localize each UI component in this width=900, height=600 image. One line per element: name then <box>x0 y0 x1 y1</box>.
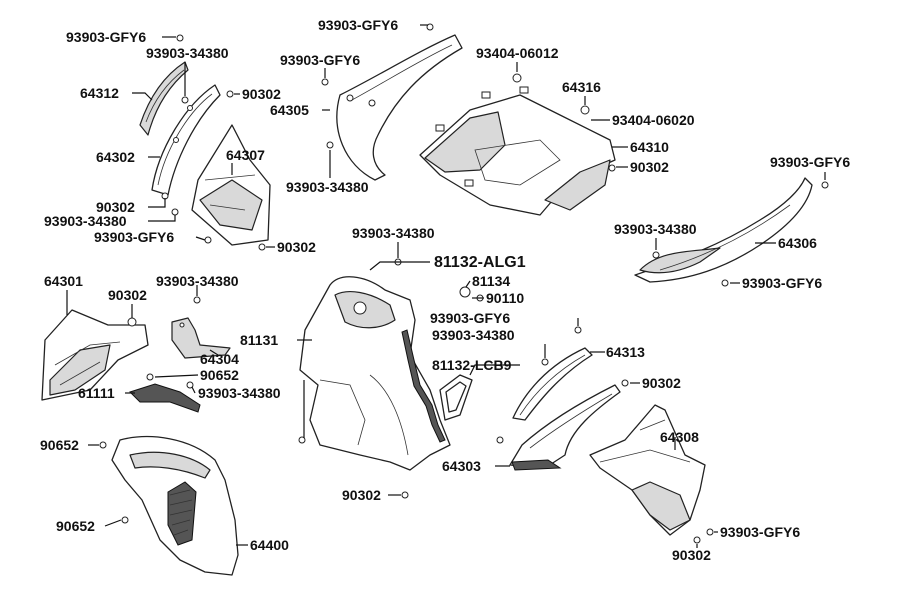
label-90302: 90302 <box>96 199 135 215</box>
label-93903-GFY6: 93903-GFY6 <box>280 52 360 68</box>
label-90652: 90652 <box>200 367 239 383</box>
label-93903-34380: 93903-34380 <box>432 327 515 343</box>
label-64301: 64301 <box>44 273 83 289</box>
label-93903-34380: 93903-34380 <box>146 45 229 61</box>
label-93903-34380: 93903-34380 <box>614 221 697 237</box>
label-90302: 90302 <box>642 375 681 391</box>
label-93903-34380: 93903-34380 <box>352 225 435 241</box>
part-labels: 93903-GFY6 93903-34380 64312 90302 64302… <box>40 17 850 563</box>
label-90302: 90302 <box>108 287 147 303</box>
label-64306: 64306 <box>778 235 817 251</box>
label-81131: 81131 <box>240 332 278 348</box>
label-64308: 64308 <box>660 429 699 445</box>
label-93903-GFY6: 93903-GFY6 <box>770 154 850 170</box>
part-81131 <box>299 276 451 471</box>
part-64305 <box>336 34 463 181</box>
label-64316: 64316 <box>562 79 601 95</box>
label-93903-GFY6: 93903-GFY6 <box>720 524 800 540</box>
label-93404-06020: 93404-06020 <box>612 112 695 128</box>
label-90302: 90302 <box>672 547 711 563</box>
label-90302: 90302 <box>277 239 316 255</box>
label-64400: 64400 <box>250 537 289 553</box>
label-90652: 90652 <box>40 437 79 453</box>
label-93903-GFY6: 93903-GFY6 <box>94 229 174 245</box>
part-64306 <box>634 177 813 283</box>
part-64304 <box>171 317 231 359</box>
label-93903-34380: 93903-34380 <box>156 273 239 289</box>
label-64312: 64312 <box>80 85 119 101</box>
label-93903-GFY6: 93903-GFY6 <box>318 17 398 33</box>
label-93404-06012: 93404-06012 <box>476 45 559 61</box>
label-64305: 64305 <box>270 102 309 118</box>
part-64308 <box>589 404 706 536</box>
label-64303: 64303 <box>442 458 481 474</box>
part-64307 <box>191 124 271 246</box>
label-93903-GFY6: 93903-GFY6 <box>66 29 146 45</box>
label-93903-GFY6: 93903-GFY6 <box>430 310 510 326</box>
label-90652: 90652 <box>56 518 95 534</box>
label-64313: 64313 <box>606 344 645 360</box>
part-64312 <box>139 61 189 136</box>
label-64302: 64302 <box>96 149 135 165</box>
label-93903-GFY6: 93903-GFY6 <box>742 275 822 291</box>
label-90110: 90110 <box>486 290 524 306</box>
label-64307: 64307 <box>226 147 265 163</box>
part-64301 <box>41 309 149 401</box>
part-64303 <box>509 384 621 471</box>
label-93903-34380: 93903-34380 <box>198 385 281 401</box>
part-64310 <box>419 86 616 216</box>
part-61111 <box>129 383 201 413</box>
label-93903-34380: 93903-34380 <box>44 213 127 229</box>
part-64302 <box>151 84 221 196</box>
leader-lines <box>66 24 826 548</box>
label-90302: 90302 <box>630 159 669 175</box>
label-64310: 64310 <box>630 139 669 155</box>
label-81134: 81134 <box>472 273 510 289</box>
label-90302: 90302 <box>342 487 381 503</box>
label-64304: 64304 <box>200 351 239 367</box>
part-64400 <box>111 435 239 576</box>
part-81132-LCB9 <box>439 374 473 421</box>
label-61111: 61111 <box>78 385 115 401</box>
hardware <box>99 23 829 544</box>
label-90302: 90302 <box>242 86 281 102</box>
label-93903-34380: 93903-34380 <box>286 179 369 195</box>
part-64313 <box>512 347 593 421</box>
label-81132-LCB9: 81132-LCB9 <box>432 357 512 373</box>
label-81132-ALG1: 81132-ALG1 <box>434 254 526 271</box>
